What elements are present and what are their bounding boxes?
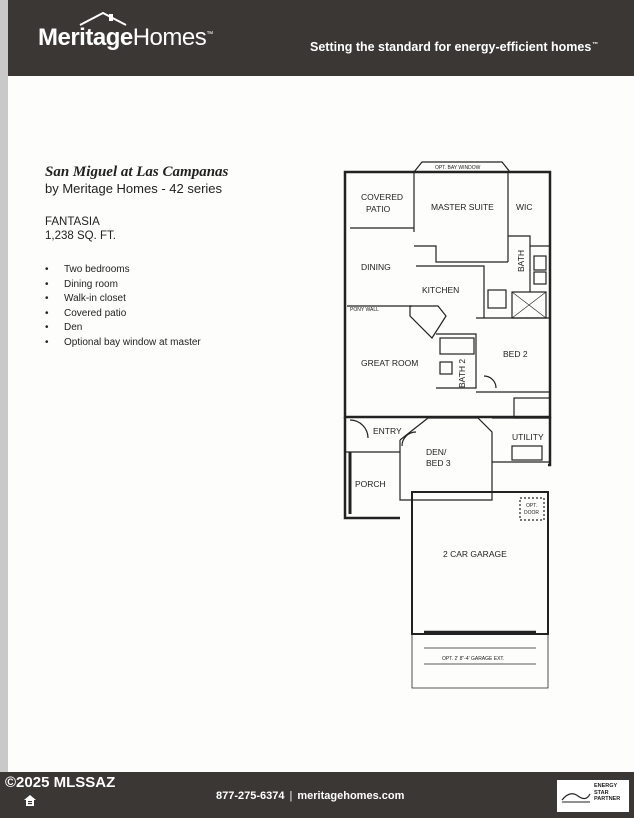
bay-window-outline	[413, 161, 511, 173]
square-footage: 1,238 SQ. FT.	[45, 230, 116, 242]
label-bath-2: BATH 2	[457, 359, 467, 388]
label-porch: PORCH	[355, 479, 386, 489]
equal-housing-icon	[24, 795, 36, 806]
bath-fixture	[533, 255, 547, 271]
opt-door	[519, 497, 545, 521]
garage-outline	[411, 491, 549, 635]
den-wall	[399, 417, 493, 501]
energy-star-line: ENERGY	[594, 783, 618, 789]
meritage-logo: MeritageHomes™	[38, 24, 213, 52]
bath-fixture	[533, 271, 547, 285]
brand-header	[8, 0, 634, 76]
label-den: BED 3	[426, 458, 451, 468]
label-opt-door: OPT.	[526, 503, 537, 509]
label-utility: UTILITY	[512, 432, 544, 442]
house-roof-icon	[79, 11, 127, 26]
kitchen-island	[409, 305, 447, 339]
label-opt-bay-window: OPT. BAY WINDOW	[435, 165, 481, 171]
closet	[513, 397, 551, 419]
feature-list: Two bedrooms Dining room Walk-in closet …	[45, 263, 201, 350]
tagline-text: Setting the standard for energy-efficien…	[310, 40, 592, 54]
utility-wall	[492, 417, 551, 463]
website-link[interactable]: meritagehomes.com	[297, 790, 405, 802]
washer	[511, 445, 543, 461]
scan-edge	[0, 0, 8, 818]
kitchen-counter	[416, 265, 485, 318]
den-door	[401, 431, 417, 447]
bed2-door	[483, 375, 497, 389]
plan-name: FANTASIA	[45, 216, 100, 228]
logo-light: Homes	[132, 24, 207, 51]
master-wall-bottom	[414, 245, 508, 263]
feature-item: Walk-in closet	[45, 292, 201, 307]
label-bath: BATH	[516, 250, 526, 272]
contact-info: 877-275-6374 | meritagehomes.com	[216, 790, 404, 802]
label-covered-patio: COVERED	[361, 192, 403, 202]
mls-copyright: ©2025 MLSSAZ	[5, 774, 116, 791]
garage-extension	[411, 634, 549, 689]
contact-separator: |	[289, 790, 293, 802]
wic-wall	[508, 235, 550, 247]
bath2-sink	[439, 361, 453, 375]
brand-footer	[0, 772, 634, 818]
wall-outline-lower	[343, 417, 400, 520]
phone-number: 877-275-6374	[216, 790, 285, 802]
label-wic: WIC	[516, 202, 533, 212]
feature-item: Den	[45, 321, 201, 336]
label-kitchen: KITCHEN	[422, 285, 459, 295]
bed2-wall	[476, 317, 551, 393]
bath2-wall	[436, 333, 477, 389]
header-tagline: Setting the standard for energy-efficien…	[310, 40, 598, 54]
label-bed-2: BED 2	[503, 349, 528, 359]
feature-item: Dining room	[45, 278, 201, 293]
label-dining: DINING	[361, 262, 391, 272]
label-master-suite: MASTER SUITE	[431, 202, 494, 212]
community-title: San Miguel at Las Campanas	[45, 164, 229, 180]
feature-item: Optional bay window at master	[45, 336, 201, 351]
wall-outline-upper	[343, 170, 552, 419]
community-subtitle: by Meritage Homes - 42 series	[45, 181, 223, 196]
energy-star-icon	[561, 793, 591, 803]
energy-star-line: STAR	[594, 789, 609, 796]
label-den: DEN/	[426, 447, 447, 457]
logo-tm: ™	[206, 31, 213, 38]
bath2-tub	[439, 337, 475, 355]
tagline-tm: ™	[592, 41, 599, 48]
label-opt-door: DOOR	[524, 510, 539, 516]
label-great-room: GREAT ROOM	[361, 358, 418, 368]
feature-item: Two bedrooms	[45, 263, 201, 278]
label-pony-wall: PONY WALL	[350, 307, 379, 313]
kitchen-range	[487, 289, 507, 309]
entry-door	[349, 419, 369, 439]
energy-star-badge: ENERGY STAR PARTNER	[557, 780, 629, 812]
floor-plan: OPT. BAY WINDOW COVERED PATIO MASTER SUI…	[343, 161, 552, 689]
energy-star-line: PARTNER	[594, 796, 621, 802]
label-covered-patio: PATIO	[366, 204, 391, 214]
feature-item: Covered patio	[45, 307, 201, 322]
label-garage: 2 CAR GARAGE	[443, 549, 507, 559]
label-garage-extension: OPT. 2' 8"-4' GARAGE EXT.	[442, 656, 504, 662]
logo-bold: Meritage	[38, 24, 133, 51]
energy-star-text: ENERGY STAR PARTNER	[594, 783, 620, 803]
label-entry: ENTRY	[373, 426, 402, 436]
